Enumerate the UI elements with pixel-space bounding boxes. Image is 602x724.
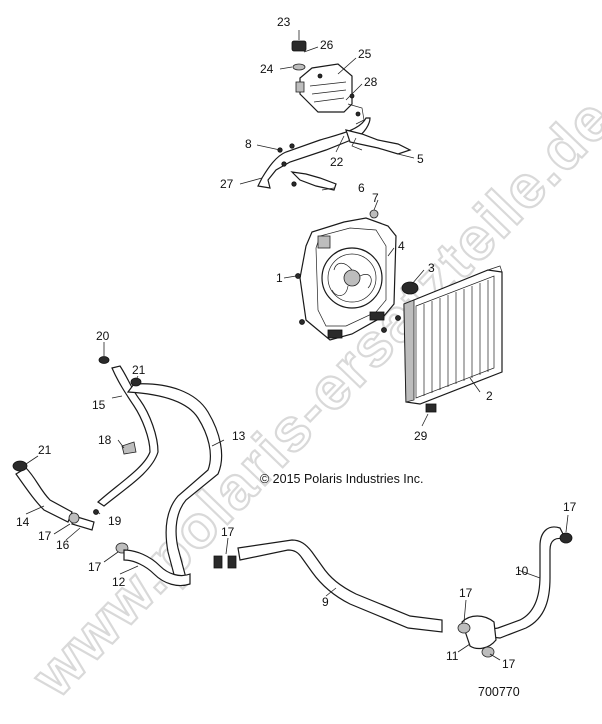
- bracket-part: [347, 103, 365, 125]
- seal-part: [292, 63, 306, 71]
- callout-12: 12: [112, 575, 126, 589]
- callout-17-left: 17: [38, 529, 52, 543]
- drain-plug-part: [425, 403, 437, 413]
- bracket-6-part: [290, 171, 337, 191]
- callout-3: 3: [428, 261, 435, 275]
- callout-15: 15: [92, 398, 106, 412]
- left-hoses: [12, 356, 223, 583]
- callout-17-right-top: 17: [563, 500, 577, 514]
- vent-tube-part: [257, 117, 371, 189]
- callout-17-right-bottom: 17: [502, 657, 516, 671]
- pipe-12-part: [123, 549, 191, 587]
- copyright-text: © 2015 Polaris Industries Inc.: [260, 472, 423, 486]
- callout-20: 20: [96, 329, 110, 343]
- fan-shroud-assembly: [295, 209, 397, 341]
- radiator-fins: [423, 280, 489, 396]
- pipe-11-part: [461, 615, 497, 650]
- callout-17-clamp: 17: [88, 560, 102, 574]
- callout-labels: 1 2 3 4 5 6 7 8 9 10 11 12 13 14 15 16 1…: [16, 15, 577, 671]
- callout-1: 1: [276, 271, 283, 285]
- reservoir-bottle-part: [299, 63, 353, 113]
- callout-29: 29: [414, 429, 428, 443]
- radiator-assembly: [395, 265, 503, 413]
- callout-21-upper: 21: [132, 363, 146, 377]
- push-rivet-part: [295, 273, 301, 279]
- leader-lines: [25, 30, 569, 661]
- callout-13: 13: [232, 429, 246, 443]
- callout-27: 27: [220, 177, 234, 191]
- callout-14: 14: [16, 515, 30, 529]
- callout-5: 5: [417, 152, 424, 166]
- callout-25: 25: [358, 47, 372, 61]
- callout-7: 7: [372, 191, 379, 205]
- callout-19: 19: [108, 514, 122, 528]
- reservoir-cap-part: [291, 40, 307, 52]
- lower-pipes: [123, 539, 443, 633]
- callout-4: 4: [398, 239, 405, 253]
- callout-10: 10: [515, 564, 529, 578]
- hose-15-part: [97, 365, 159, 507]
- callout-24: 24: [260, 62, 274, 76]
- bracket-5-part: [345, 129, 412, 155]
- callout-6: 6: [358, 181, 365, 195]
- pipe-9-part: [237, 539, 443, 633]
- radiator-cap-part: [401, 281, 419, 295]
- callout-21-lower: 21: [38, 443, 52, 457]
- callout-9: 9: [322, 595, 329, 609]
- diagram-number: 700770: [478, 685, 520, 699]
- callout-17-right-mid: 17: [459, 586, 473, 600]
- hose-14-part: [15, 467, 73, 523]
- pipe-13-part: [126, 383, 223, 583]
- callout-16: 16: [56, 538, 70, 552]
- callout-28: 28: [364, 75, 378, 89]
- callout-18: 18: [98, 433, 112, 447]
- callout-17-center: 17: [221, 525, 235, 539]
- callout-2: 2: [486, 389, 493, 403]
- callout-22: 22: [330, 155, 344, 169]
- callout-23: 23: [277, 15, 291, 29]
- right-pipes: [457, 526, 573, 658]
- callout-26: 26: [320, 38, 334, 52]
- callout-8: 8: [245, 137, 252, 151]
- callout-11: 11: [446, 649, 459, 663]
